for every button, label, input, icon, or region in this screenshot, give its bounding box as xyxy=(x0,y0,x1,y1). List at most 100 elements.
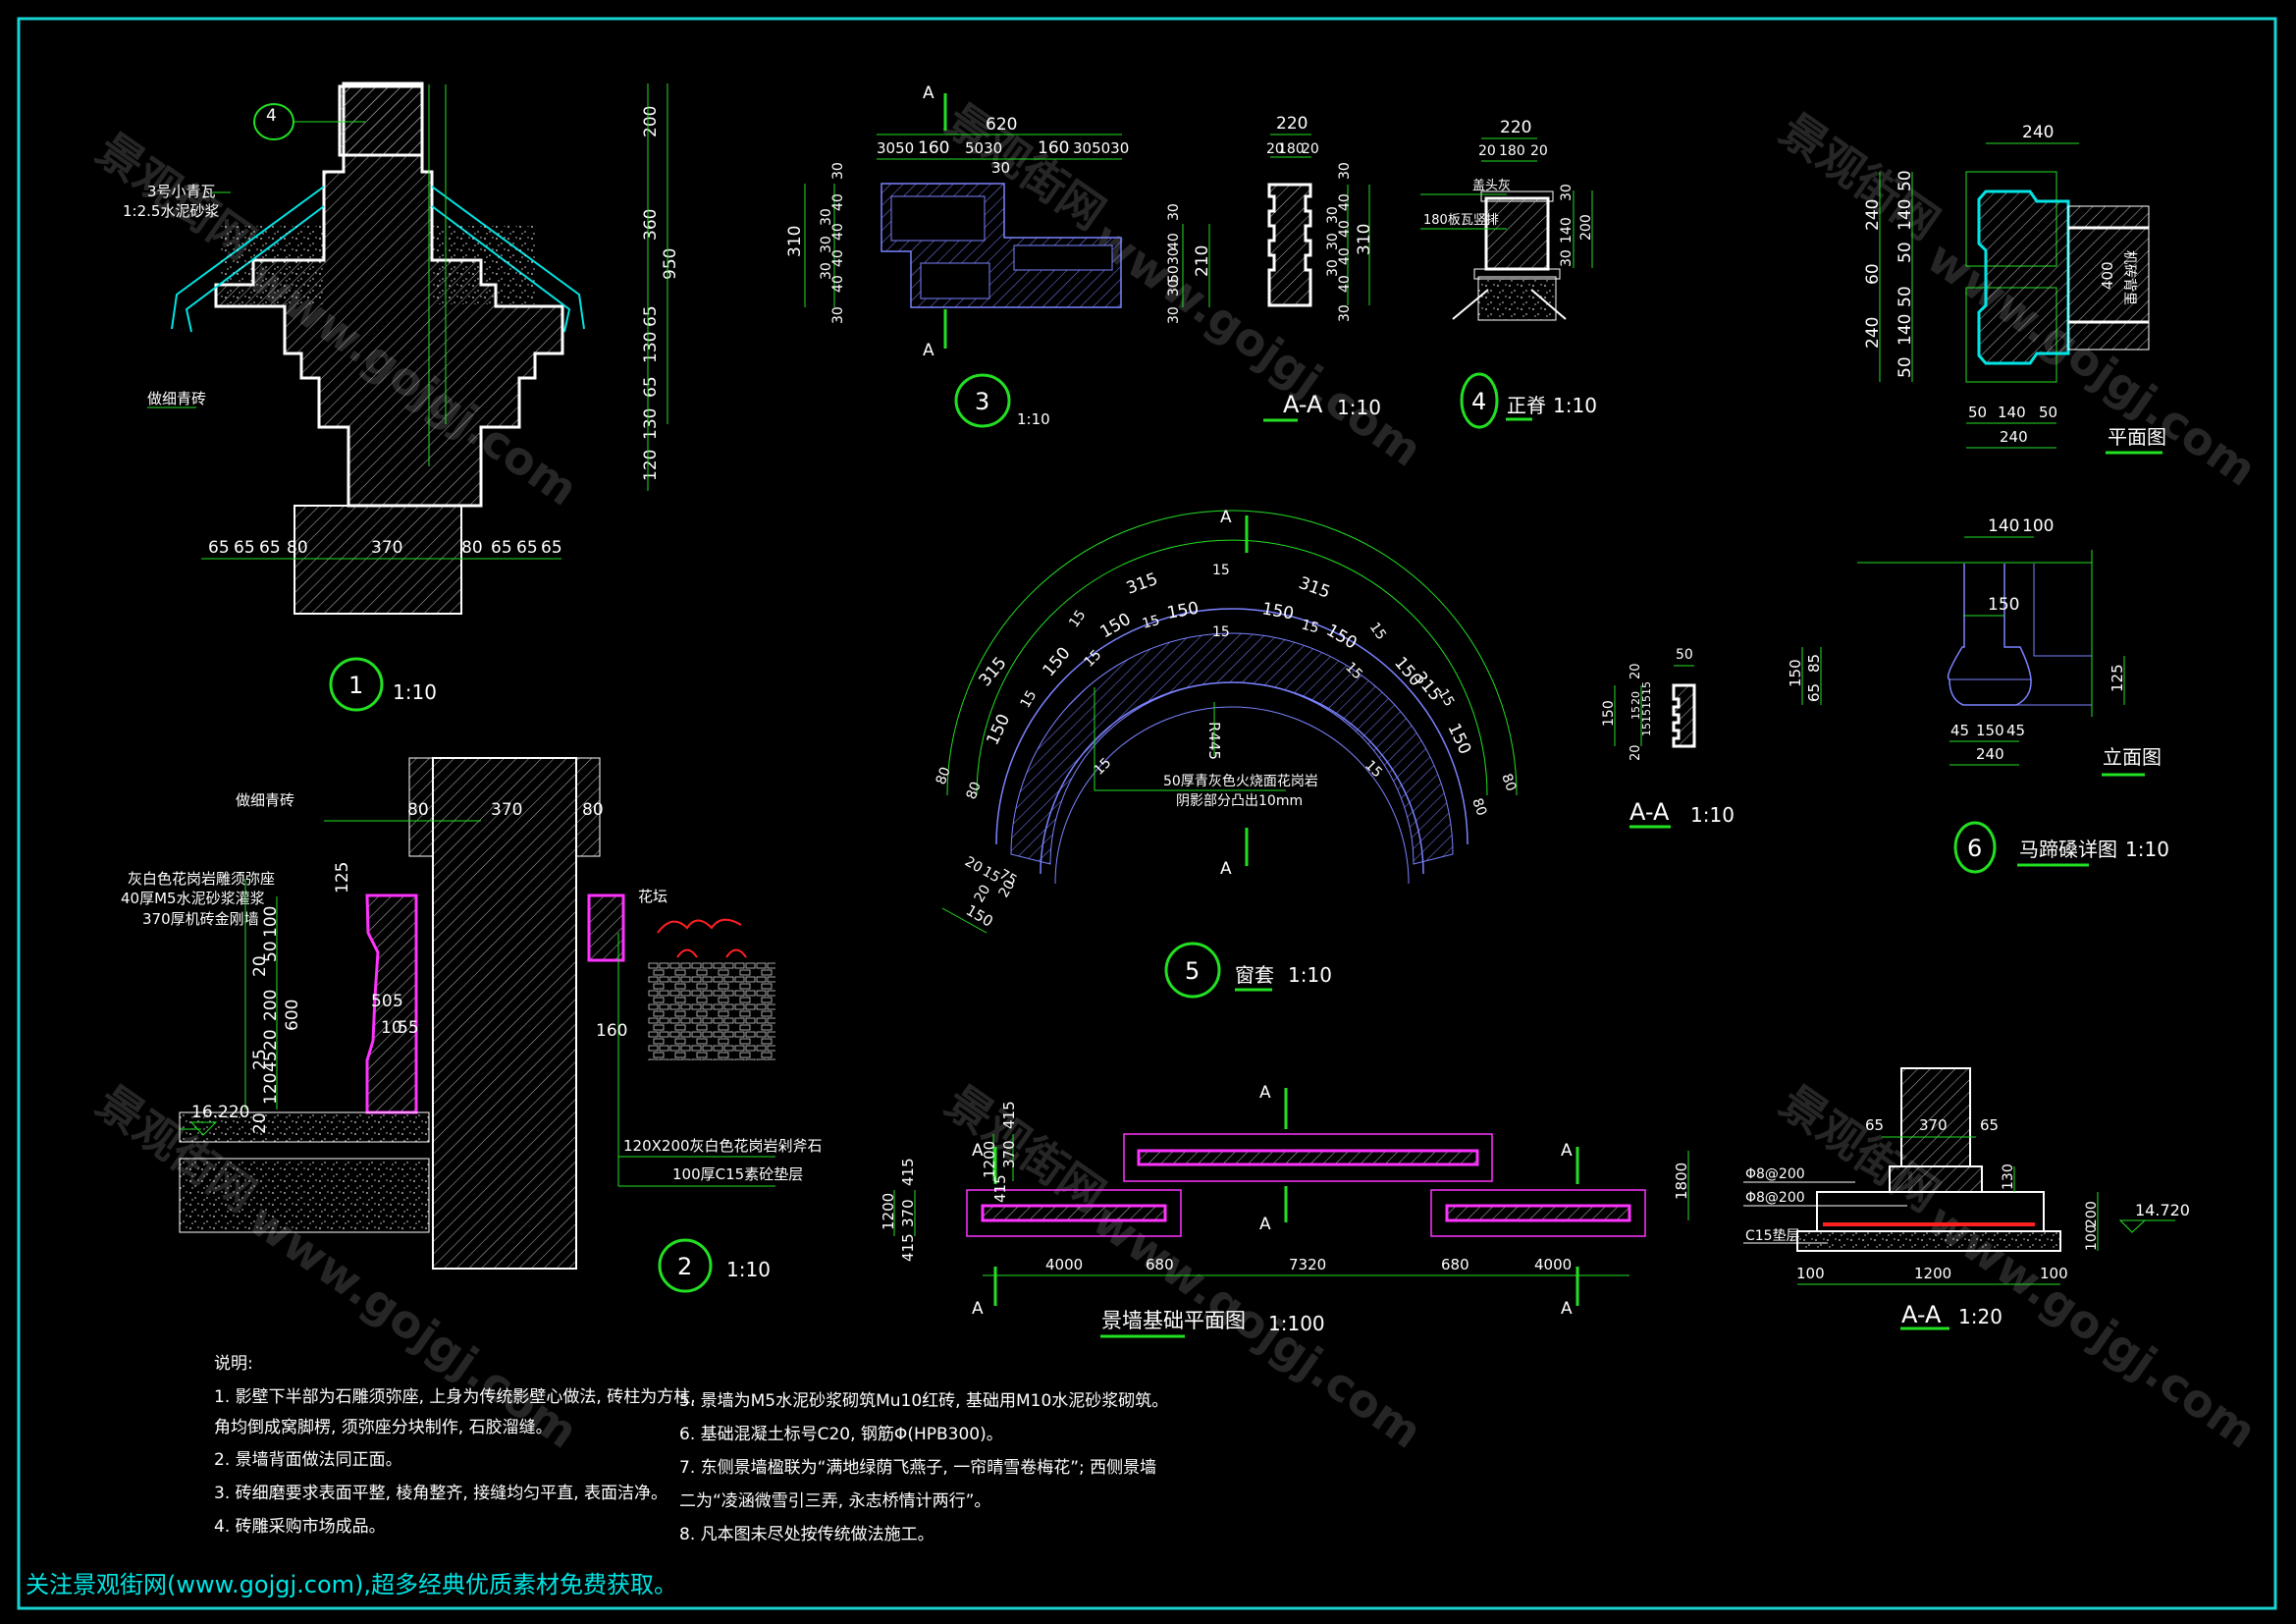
detail-5-title: 窗套 xyxy=(1235,963,1274,987)
upper-overall: 1200 xyxy=(981,1141,998,1178)
right-overall: 200 xyxy=(1578,214,1594,241)
note-right-4: 8. 凡本图未尽处按传统做法施工。 xyxy=(679,1525,934,1544)
left-dim-1: 65 xyxy=(1805,683,1823,702)
section-mark-c-bottom: A xyxy=(1259,1215,1271,1234)
left-dim-2: 30 xyxy=(819,208,834,226)
left-dim-0: 85 xyxy=(1805,654,1823,673)
top-dim: 50 xyxy=(1676,647,1693,663)
top-dim-1: 180 xyxy=(1499,143,1525,159)
left-inner-0: 50 xyxy=(1896,170,1915,191)
roof-left xyxy=(1452,289,1489,320)
dim-130: 130 xyxy=(2001,1164,2016,1190)
wall-label: 机砖背里 xyxy=(2121,250,2137,305)
neck-dim: 150 xyxy=(1988,595,2019,615)
detail-3-tag-circle xyxy=(954,373,1011,428)
hdim-1: 65 xyxy=(234,538,255,558)
detail-2-tag: 2 xyxy=(677,1253,692,1280)
arc-outer-2: 315 xyxy=(976,653,1011,690)
label-flowerbed: 花坛 xyxy=(638,888,667,905)
detail-6-tag-circle xyxy=(1953,821,1997,874)
lower-overall: 1200 xyxy=(880,1193,897,1230)
hdim-6: 65 xyxy=(491,538,512,558)
bottom-overall: 240 xyxy=(2000,428,2028,446)
cushion-label: C15垫层 xyxy=(1745,1228,1800,1244)
note-line2: 阴影部分凸出10mm xyxy=(1176,793,1303,809)
right-dim-1: 100 xyxy=(2084,1224,2100,1251)
bottom-dim-2: 7320 xyxy=(1289,1256,1326,1273)
arc-outer-1: 315 xyxy=(1296,573,1332,603)
overall-width: 620 xyxy=(986,115,1017,135)
left-dim-0: 20 xyxy=(1629,663,1643,679)
detail-1-tag: 1 xyxy=(348,672,363,699)
left-inner-5: 50 xyxy=(1896,356,1915,378)
note-left-4: 4. 砖雕采购市场成品。 xyxy=(214,1517,386,1537)
arc-inner-3: 150 xyxy=(1323,621,1361,654)
detail-6-title: 马蹄磉详图 xyxy=(2019,838,2117,861)
elevation-title: 立面图 xyxy=(2103,745,2162,769)
top-dim-2: 20 xyxy=(1530,143,1548,159)
section-mark-r-top: A xyxy=(1561,1141,1573,1161)
section-aa-5-body xyxy=(1672,683,1696,748)
foundation-center-outer xyxy=(1123,1133,1493,1182)
left-dim-0: 30 xyxy=(830,162,846,180)
left-dim-1: 20 xyxy=(1629,691,1642,705)
arc-inner-4: 150 xyxy=(1040,643,1075,680)
plan-wall xyxy=(2067,205,2150,351)
hdim-7: 65 xyxy=(516,538,538,558)
right-dim-4: 30 xyxy=(1325,233,1341,250)
right-dim-2: 30 xyxy=(1166,247,1182,265)
arc-inner-1: 150 xyxy=(1165,599,1200,623)
detail-5-tag-circle xyxy=(1164,942,1221,999)
upper-dim-0: 415 xyxy=(1000,1101,1018,1129)
arc-small-7: 15 xyxy=(1435,686,1458,709)
roof-right xyxy=(1530,289,1567,320)
inner-dim-2: 10 xyxy=(381,1018,402,1038)
bottom-dim-2: 45 xyxy=(2006,722,2025,739)
plan-view-title: 平面图 xyxy=(2108,425,2166,449)
end-dim-1: 80 xyxy=(964,780,985,801)
right-overall: 310 xyxy=(1355,224,1374,255)
label-left-2: 370厚机砖金刚墙 xyxy=(142,910,259,928)
bottom-dim-1: 1200 xyxy=(1914,1265,1951,1282)
right-dim-0: 30 xyxy=(1337,162,1353,180)
detail-2-base-section: 花坛 80 370 80 做细青砖 灰白色花岗岩雕须弥座 40厚M5水泥砂浆灌浆… xyxy=(121,757,823,1293)
right-dim-4: 30 xyxy=(1166,279,1182,297)
profile-dim-4: 20 xyxy=(261,1029,281,1051)
section-aa-fret: 220 20 180 20 310 30 40 30 40 30 40 30 4… xyxy=(1263,114,1381,422)
detail-1-ridge-section: 4 3号小青瓦 1:2.5水泥砂浆 做细青砖 200 360 65 130 65… xyxy=(123,81,680,712)
right-dim-3: 50 xyxy=(1166,265,1182,283)
section-aa-20-scale: 1:20 xyxy=(1958,1305,2002,1328)
right-dim-3: 40 xyxy=(1337,220,1353,238)
lower-dim-1: 370 xyxy=(899,1199,917,1227)
note-left-2: 2. 景墙背面做法同正面。 xyxy=(214,1450,402,1470)
label-left-0: 灰白色花岗岩雕须弥座 xyxy=(128,870,275,888)
bottom-dim-labels: 65 65 65 80 370 80 65 65 65 xyxy=(208,538,562,558)
horseshoe-profile xyxy=(1947,564,2032,706)
foundation-center-wall xyxy=(1137,1149,1479,1166)
dim-125: 125 xyxy=(333,862,352,893)
watermark-3: 景观街网 xyxy=(1771,103,1949,250)
arch-band xyxy=(1010,632,1454,865)
label-tile: 3号小青瓦 xyxy=(147,183,216,200)
arc-small-2: 15 xyxy=(1066,608,1089,631)
plan-pillar xyxy=(1977,189,2070,365)
left-dim-8: 30 xyxy=(830,306,846,324)
elevation-triangle-icon xyxy=(189,1121,218,1136)
section-mark-top: A xyxy=(923,83,934,103)
vdim-1: 360 xyxy=(641,209,661,241)
left-pilaster xyxy=(408,757,434,857)
detail-5-tag: 5 xyxy=(1185,957,1200,985)
notes-block: 说明: 1. 影壁下半部为石雕须弥座, 上身为传统影壁心做法, 砖柱为方柱, 角… xyxy=(214,1354,1168,1544)
right-overall: 1800 xyxy=(1673,1163,1690,1200)
vdim-6: 120 xyxy=(641,450,661,481)
base-dim-line xyxy=(941,907,988,934)
detail-4-scale: 1:10 xyxy=(1553,394,1597,417)
section-mark-l-bottom: A xyxy=(972,1299,984,1319)
detail-6-tag: 6 xyxy=(1967,835,1982,862)
detail-3-tag: 3 xyxy=(975,388,989,415)
detail-4-tag-circle xyxy=(1460,372,1499,429)
sub-dim: 30 xyxy=(991,159,1010,177)
section-aa-title: A-A xyxy=(1283,391,1323,418)
bottom-overall: 240 xyxy=(1976,745,2004,763)
